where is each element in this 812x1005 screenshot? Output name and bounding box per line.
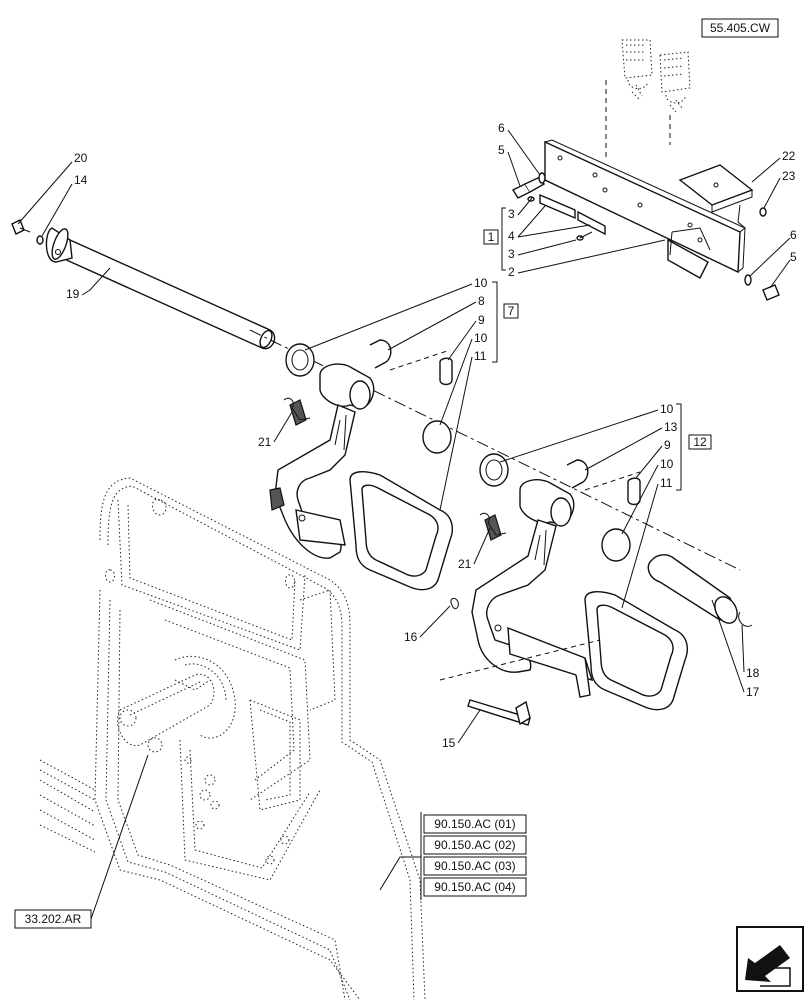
pedal-assembly-1 <box>269 339 453 591</box>
callout-6-top: 6 <box>498 121 505 135</box>
callout-8: 8 <box>478 294 485 308</box>
pivot-shaft <box>11 219 741 571</box>
callout-6-right: 6 <box>790 228 797 242</box>
callout-5-right: 5 <box>790 250 797 264</box>
callout-2: 2 <box>508 265 515 279</box>
callout-9-lower: 9 <box>664 438 671 452</box>
callout-17: 17 <box>746 685 760 699</box>
ref-group-label-2[interactable]: 90.150.AC (02) <box>434 838 515 852</box>
group-label-12: 12 <box>693 435 707 449</box>
brake-light-switches <box>605 39 691 160</box>
ref-group-boxes[interactable]: 90.150.AC (01) 90.150.AC (02) 90.150.AC … <box>379 812 527 900</box>
callout-16: 16 <box>404 630 418 644</box>
callout-21-left: 21 <box>258 435 272 449</box>
group-box-7: 7 <box>492 281 519 363</box>
callout-13: 13 <box>664 420 678 434</box>
callout-21-right: 21 <box>458 557 472 571</box>
pedal-assembly-2 <box>439 453 753 726</box>
arrow-nav-icon[interactable] <box>736 926 804 992</box>
callout-3-upper: 3 <box>508 207 515 221</box>
callout-4: 4 <box>508 229 515 243</box>
callout-22: 22 <box>782 149 796 163</box>
callout-19: 19 <box>66 287 80 301</box>
callout-10-upper: 10 <box>474 276 488 290</box>
callouts: 20 14 19 6 5 22 23 6 5 3 4 3 2 10 8 9 10 <box>17 121 797 750</box>
ref-left-label[interactable]: 33.202.AR <box>25 912 82 926</box>
callout-15: 15 <box>442 736 456 750</box>
callout-10-right-upper: 10 <box>660 402 674 416</box>
ref-left-box[interactable]: 33.202.AR <box>14 754 149 929</box>
ref-top-label[interactable]: 55.405.CW <box>710 21 771 35</box>
ref-group-label-3[interactable]: 90.150.AC (03) <box>434 859 515 873</box>
ref-group-label-4[interactable]: 90.150.AC (04) <box>434 880 515 894</box>
ref-group-label-1[interactable]: 90.150.AC (01) <box>434 817 515 831</box>
callout-11-lower: 11 <box>660 476 673 490</box>
callout-9-upper: 9 <box>478 313 485 327</box>
callout-20: 20 <box>74 151 88 165</box>
group-label-1: 1 <box>488 230 495 244</box>
callout-11-upper: 11 <box>474 349 487 363</box>
callout-3-lower: 3 <box>508 247 515 261</box>
callout-10-mid: 10 <box>474 331 488 345</box>
group-box-1: 1 <box>483 207 506 271</box>
part-22-plate <box>678 164 754 229</box>
callout-5-top: 5 <box>498 143 505 157</box>
group-box-12: 12 <box>676 403 712 491</box>
support-bracket <box>539 139 746 279</box>
callout-14: 14 <box>74 173 88 187</box>
cab-frame-outline <box>39 477 426 1001</box>
callout-10-right-lower: 10 <box>660 457 674 471</box>
group-label-7: 7 <box>508 304 515 318</box>
callout-18: 18 <box>746 666 760 680</box>
callout-23: 23 <box>782 169 796 183</box>
ref-top-box[interactable]: 55.405.CW <box>701 18 779 38</box>
